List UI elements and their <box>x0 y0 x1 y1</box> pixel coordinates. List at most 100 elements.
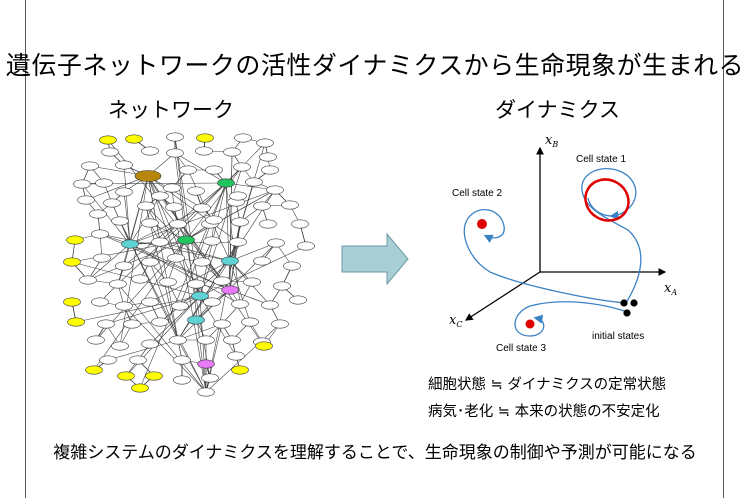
network-edge <box>85 175 149 201</box>
network-node <box>111 341 129 351</box>
network-node <box>253 201 271 211</box>
trajectories <box>463 168 642 337</box>
network-node <box>195 146 213 156</box>
network-node <box>101 147 119 157</box>
network-edge <box>174 136 207 393</box>
network-node <box>193 203 211 213</box>
cell-state-2-label: Cell state 2 <box>452 188 502 199</box>
network-node <box>141 218 159 228</box>
cell-state-3-label: Cell state 3 <box>496 343 546 354</box>
network-edge <box>177 323 223 341</box>
network-node <box>233 162 251 172</box>
network-node <box>159 277 177 287</box>
network-node <box>223 147 241 157</box>
network-node <box>166 148 184 158</box>
network-node <box>163 183 181 193</box>
network-edge <box>174 136 201 297</box>
network-node <box>111 216 129 226</box>
network-node <box>193 257 211 267</box>
network-node <box>131 383 149 393</box>
network-node <box>115 160 133 170</box>
network-node <box>283 261 301 271</box>
equation-disease-aging: 病気･老化 ≒ 本来の状態の不安定化 <box>428 404 660 420</box>
network-node <box>129 355 147 365</box>
network-node <box>187 315 205 325</box>
network-node <box>137 201 155 211</box>
network-node <box>63 257 81 267</box>
network-node <box>141 146 159 156</box>
network-node <box>261 300 279 310</box>
network-edge <box>123 191 131 245</box>
cell-state-1-limit-cycle <box>584 178 630 222</box>
network-node <box>141 257 159 267</box>
network-node <box>255 341 273 351</box>
network-node <box>213 276 231 286</box>
network-node <box>231 365 249 375</box>
network-node <box>197 359 215 369</box>
network-node <box>121 239 139 249</box>
network-node <box>256 138 274 148</box>
network-node <box>191 291 209 301</box>
axis-label-xa: xA <box>664 281 677 297</box>
network-edge <box>224 182 231 291</box>
network-node <box>125 134 143 144</box>
network-edge <box>149 295 201 345</box>
network-node <box>151 191 169 201</box>
network-edge <box>229 242 277 262</box>
network-node <box>131 274 149 284</box>
slide-caption: 複雑システムのダイナミクスを理解することで、生命現象の制御や予測が可能になる <box>53 443 697 463</box>
network-edge <box>99 233 231 262</box>
network-node <box>201 373 219 383</box>
network-node <box>169 335 187 345</box>
network-node <box>166 132 184 142</box>
network-node <box>87 335 105 345</box>
network-node <box>151 237 169 247</box>
network-node <box>231 217 249 227</box>
network-node <box>205 215 223 225</box>
network-node <box>253 256 271 266</box>
network-node <box>99 135 117 145</box>
network-edge <box>159 241 231 262</box>
network-edge <box>145 205 179 341</box>
network-node <box>266 185 284 195</box>
network-node <box>245 177 263 187</box>
network-node <box>187 279 205 289</box>
initial-states-label: initial states <box>592 331 644 342</box>
network-node <box>261 165 279 175</box>
network-node <box>289 295 307 305</box>
network-node <box>171 301 189 311</box>
network-node <box>93 253 111 263</box>
network-edge <box>229 151 234 291</box>
axis-label-xc: xC <box>449 313 462 329</box>
network-node <box>223 335 241 345</box>
network-edge <box>119 220 207 393</box>
network-node <box>197 387 215 397</box>
network-node <box>173 375 191 385</box>
network-edge <box>75 295 201 323</box>
network-node <box>79 275 97 285</box>
network-edge <box>229 241 239 291</box>
slide-frame <box>25 0 724 498</box>
network-edge <box>105 295 201 325</box>
cell-state-3-attractor <box>525 319 535 329</box>
network-edge <box>147 175 239 243</box>
network-node <box>141 339 159 349</box>
network-edge <box>129 189 276 245</box>
network-node <box>221 285 239 295</box>
network-node <box>145 371 163 381</box>
network-node <box>123 319 141 329</box>
network-node <box>115 261 133 271</box>
network-node <box>217 178 235 188</box>
network-edge <box>147 175 177 259</box>
network-node <box>134 170 162 182</box>
network-edge <box>185 166 243 241</box>
network-node <box>117 371 135 381</box>
network-node <box>167 253 185 263</box>
network-node <box>151 317 169 327</box>
network-node <box>234 133 252 143</box>
network-node <box>115 187 133 197</box>
network-node <box>109 279 127 289</box>
network-edge <box>129 243 241 305</box>
network-node <box>203 297 221 307</box>
